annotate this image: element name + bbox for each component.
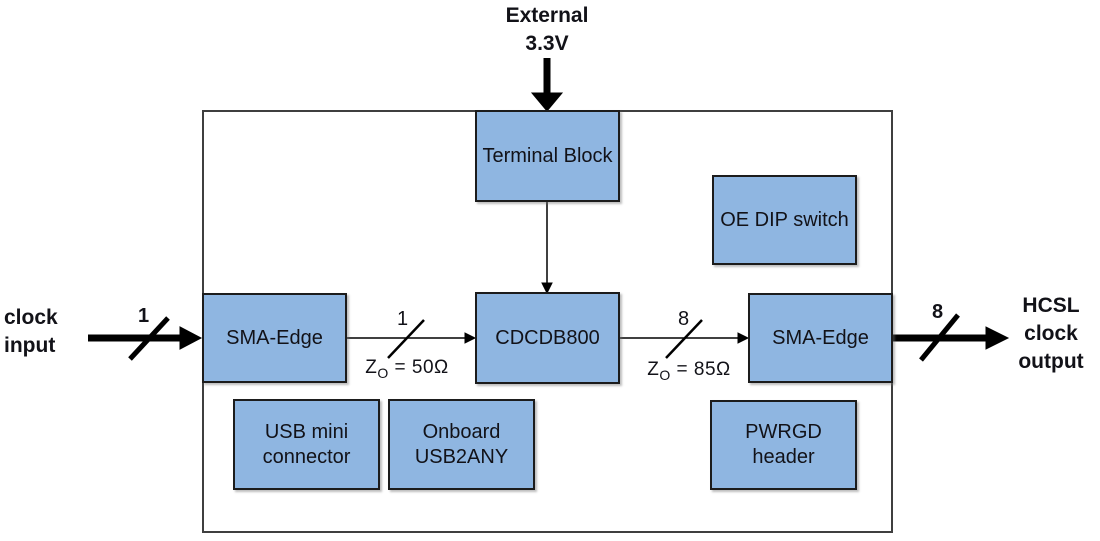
bus-width-clock-output: 8 (932, 301, 944, 323)
external-supply-arrow (530, 58, 564, 112)
block-terminal-block-label: Terminal Block (482, 144, 613, 167)
block-usb-mini-connector: USB mini connector (233, 399, 380, 490)
clock-output-arrow (893, 313, 1010, 362)
impedance-label-input: ZO = 50Ω (352, 357, 462, 381)
impedance-input-sub: O (377, 364, 389, 381)
block-sma-edge-input: SMA-Edge (202, 293, 347, 383)
clock-output-label-line2: clock (1024, 322, 1078, 345)
impedance-label-output: ZO = 85Ω (634, 359, 744, 383)
clock-output-label-line3: output (1018, 350, 1084, 373)
block-sma-edge-input-label: SMA-Edge (226, 326, 323, 349)
impedance-output-sub: O (659, 366, 671, 383)
block-pwrgd-header: PWRGD header (710, 400, 857, 490)
block-cdcdb800-label: CDCDB800 (495, 326, 600, 349)
usb-mini-line1: USB mini (264, 420, 349, 443)
external-supply-label-line1: External (505, 4, 589, 27)
block-pwrgd-header-label: PWRGD header (745, 420, 822, 470)
bus-width-cdcdb800-to-sma: 8 (678, 308, 690, 330)
onboard-usb2any-line2: USB2ANY (414, 445, 509, 468)
impedance-output-value: = 85Ω (670, 359, 731, 380)
block-usb-mini-connector-label: USB mini connector (263, 420, 351, 470)
clock-output-label-line1: HCSL (1022, 294, 1080, 317)
block-cdcdb800: CDCDB800 (475, 292, 620, 384)
external-supply-label: External 3.3V (472, 2, 622, 58)
external-supply-label-line2: 3.3V (525, 32, 569, 55)
block-sma-edge-output: SMA-Edge (748, 293, 893, 383)
impedance-output-base: Z (647, 359, 660, 380)
clock-input-label: clock input (4, 304, 89, 360)
block-onboard-usb2any-label: Onboard USB2ANY (415, 420, 508, 470)
clock-input-label-line2: input (4, 334, 56, 357)
pwrgd-header-line2: header (752, 446, 815, 468)
clock-output-label: HCSL clock output (1004, 292, 1098, 376)
usb-mini-line2: connector (262, 445, 351, 468)
block-oe-dip-switch: OE DIP switch (712, 175, 857, 265)
block-onboard-usb2any: Onboard USB2ANY (388, 399, 535, 490)
clock-input-label-line1: clock (4, 306, 58, 329)
pwrgd-header-line1: PWRGD (745, 421, 822, 443)
block-terminal-block: Terminal Block (475, 110, 620, 202)
bus-width-sma-to-cdcdb800: 1 (397, 308, 409, 330)
block-oe-dip-switch-label: OE DIP switch (720, 208, 849, 231)
impedance-input-base: Z (365, 357, 378, 378)
onboard-usb2any-line1: Onboard (422, 420, 501, 443)
impedance-input-value: = 50Ω (388, 357, 449, 378)
bus-width-clock-input: 1 (138, 305, 150, 327)
block-sma-edge-output-label: SMA-Edge (772, 326, 869, 349)
